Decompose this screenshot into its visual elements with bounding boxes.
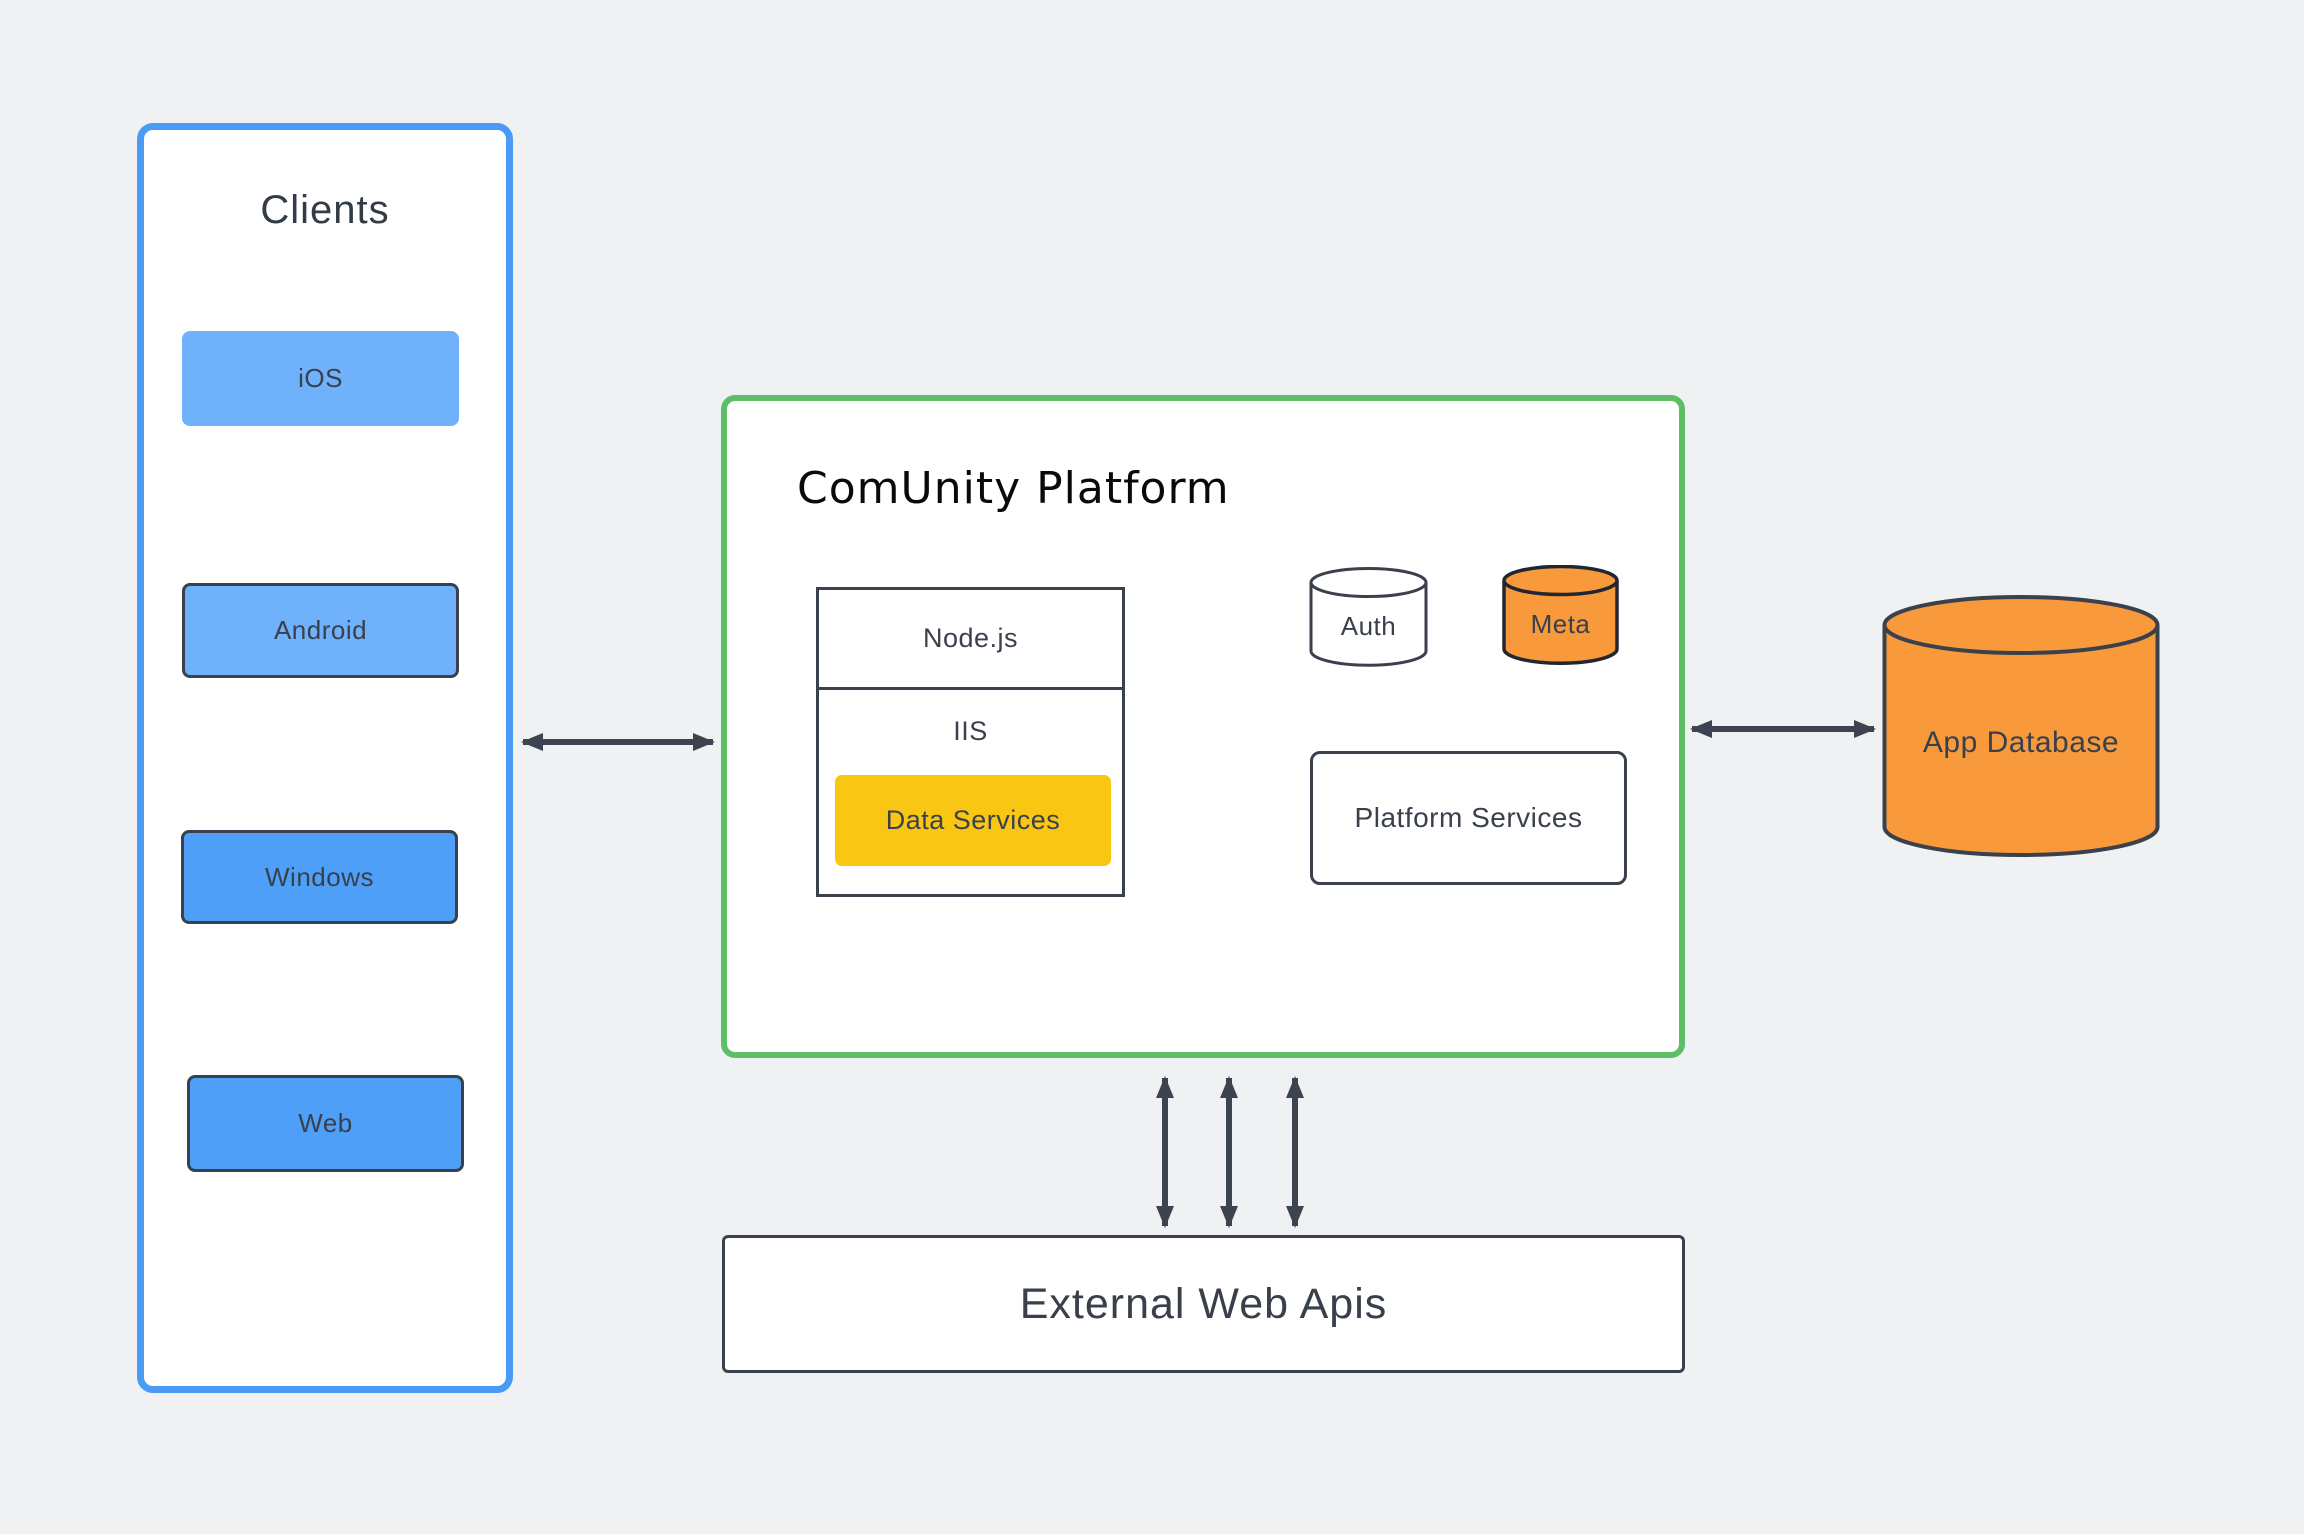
auth-cylinder-icon: [1309, 567, 1428, 667]
node-ios-label: iOS: [298, 363, 343, 393]
meta-cylinder-icon: [1502, 565, 1619, 665]
node-stack: Node.js IIS Data Services: [816, 587, 1125, 897]
node-web-label: Web: [298, 1108, 353, 1138]
node-external-web-apis-label: External Web Apis: [1019, 1279, 1388, 1328]
node-nodejs: Node.js: [819, 590, 1122, 690]
node-android: Android: [182, 583, 459, 678]
node-windows: Windows: [181, 830, 458, 924]
node-data-services: Data Services: [835, 775, 1111, 866]
node-iis-label: IIS: [953, 716, 988, 746]
node-windows-label: Windows: [265, 861, 374, 892]
node-app-database-label: App Database: [1922, 726, 2120, 759]
node-meta-label: Meta: [1530, 608, 1591, 639]
platform-group: ComUnity Platform Node.js IIS Data Servi…: [721, 395, 1685, 1058]
node-data-services-label: Data Services: [885, 805, 1061, 835]
node-android-label: Android: [273, 615, 368, 645]
app-database-cylinder-icon: [1882, 595, 2160, 857]
node-web: Web: [187, 1075, 464, 1172]
node-platform-services: Platform Services: [1310, 751, 1627, 885]
node-external-web-apis: External Web Apis: [722, 1235, 1685, 1373]
node-platform-services-label: Platform Services: [1354, 802, 1583, 833]
platform-group-title: ComUnity Platform: [797, 463, 1230, 514]
node-ios: iOS: [182, 331, 459, 426]
node-auth-label: Auth: [1340, 610, 1397, 641]
node-nodejs-label: Node.js: [922, 623, 1019, 653]
clients-group-title: Clients: [260, 188, 390, 232]
clients-group: Clients iOS Android Windows Web: [137, 123, 513, 1393]
